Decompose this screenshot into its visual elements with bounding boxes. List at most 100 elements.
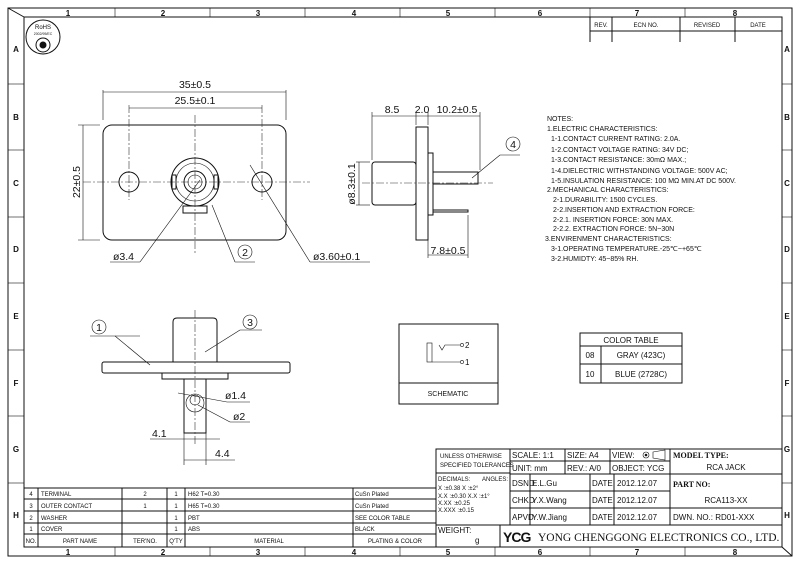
part-material: H65 T=0.30	[188, 504, 220, 510]
part-no: 1	[29, 527, 33, 533]
col-label: 2	[161, 9, 166, 18]
drawing-number: DWN. NO.: RD01-XXX	[673, 513, 755, 522]
col-label: 7	[635, 9, 640, 18]
balloon-1	[91, 319, 107, 335]
revision-block: REV. ECN NO. REVISED DATE	[589, 16, 783, 42]
row-label: G	[784, 445, 790, 454]
tol-angles: ANGLES:	[482, 477, 508, 483]
col-label: 5	[446, 548, 451, 557]
balloon-1-label: 1	[96, 322, 102, 334]
drawing-frame: 1 2 3 4 5 6 7 8 1 2 3 4 5 6 7 8 A B C D …	[7, 7, 793, 557]
color-table-title: COLOR TABLE	[603, 336, 658, 345]
size: SIZE: A4	[567, 451, 599, 460]
note-line: 3.ENVIRENMENT CHARACTERISTICS:	[545, 236, 672, 243]
note-line: 1-2.CONTACT VOLTAGE RATING: 34V DC;	[551, 147, 688, 154]
tolerance-title: SPECIFIED TOLERANCES	[440, 463, 514, 469]
schematic: 2 1 SCHEMATIC	[398, 323, 499, 405]
front-view: 35±0.5 25.5±0.1 22±0.5 ø3.4 2 ø3.60±0.1	[71, 79, 370, 263]
part-ter-no: 1	[143, 504, 147, 510]
signoff-date: 2012.12.07	[617, 513, 658, 522]
signoff-role: DSND	[512, 479, 535, 488]
signoff-name: E.L.Gu	[532, 479, 557, 488]
header-ter-no: TER'NO.	[133, 539, 157, 545]
row-label: E	[13, 312, 19, 321]
balloon-2-label: 2	[242, 247, 248, 259]
part-no: RCA113-XX	[705, 496, 749, 505]
balloon-3-label: 3	[247, 317, 253, 329]
tol-decimals: DECIMALS:	[438, 477, 471, 483]
part-no: 2	[29, 516, 33, 522]
note-line: 1-5.INSULATION RESISTANCE: 100 MΩ MIN.AT…	[551, 178, 736, 185]
svg-text:RoHS: RoHS	[35, 25, 51, 31]
part-qty: 1	[174, 516, 178, 522]
date-header: DATE	[750, 23, 766, 29]
row-label: A	[13, 45, 19, 54]
part-name: TERMINAL	[41, 492, 72, 498]
dim-b: 4.4	[215, 448, 230, 460]
note-line: 1-3.CONTACT RESISTANCE: 30mΩ MAX.;	[551, 157, 686, 164]
dim-rear: 10.2±0.5	[437, 104, 478, 116]
signoff-role: APVD	[512, 513, 534, 522]
dim-hole: ø2	[233, 411, 245, 423]
color-table: COLOR TABLE 08 GRAY (423C) 10 BLUE (2728…	[579, 332, 683, 384]
part-no-label: PART NO:	[673, 480, 710, 489]
revised-header: REVISED	[694, 23, 721, 29]
title-block: UNLESS OTHERWISE SPECIFIED TOLERANCES DE…	[435, 448, 783, 548]
schematic-pin-2: 2	[465, 341, 470, 350]
col-label: 6	[538, 548, 543, 557]
col-label: 1	[66, 9, 71, 18]
company-name: YONG CHENGGONG ELECTRONICS CO., LTD.	[538, 532, 780, 544]
bottom-view: 1 3 ø1.4 ø2 4.1 4.4	[90, 310, 291, 465]
tol-xxx: X.XX :±0.25	[438, 501, 471, 507]
side-view: 8.5 2.0 10.2±0.5 ø8.3±0.1 7.8±0.5 4	[346, 104, 521, 258]
col-label: 1	[66, 548, 71, 557]
header-no: NO.	[26, 539, 37, 545]
part-qty: 1	[174, 504, 178, 510]
row-label: E	[784, 312, 790, 321]
dim-diameter: ø8.3±0.1	[346, 163, 358, 205]
part-name: WASHER	[41, 516, 68, 522]
row-label: D	[13, 245, 19, 254]
dim-terminal: 7.8±0.5	[431, 245, 466, 257]
dim-width: 35±0.5	[179, 79, 211, 91]
row-label: B	[13, 113, 19, 122]
projection-symbol-icon	[642, 449, 666, 461]
svg-text:2002/95/EC: 2002/95/EC	[34, 32, 53, 36]
view: VIEW:	[612, 451, 635, 460]
col-label: 7	[635, 548, 640, 557]
part-plating: CuSn Plated	[355, 504, 389, 510]
tol-xxxx: X.XXX :±0.15	[438, 508, 475, 514]
row-label: H	[784, 511, 790, 520]
company-logo: YCG	[503, 529, 531, 545]
row-label: D	[784, 245, 790, 254]
dim-front: 8.5	[385, 104, 400, 116]
model-type-label: MODEL TYPE:	[673, 451, 729, 460]
col-label: 6	[538, 9, 543, 18]
signoff-role: CHKD	[512, 496, 535, 505]
unit: UNIT: mm	[512, 464, 548, 473]
part-material: PBT	[188, 516, 200, 522]
row-label: B	[784, 113, 790, 122]
col-label: 8	[733, 548, 738, 557]
part-material: ABS	[188, 527, 200, 533]
dim-hole-spacing: 25.5±0.1	[175, 95, 216, 107]
dim-height: 22±0.5	[71, 166, 83, 198]
signoff-date: 2012.12.07	[617, 479, 658, 488]
weight-unit: g	[475, 536, 479, 545]
schematic-label: SCHEMATIC	[428, 391, 469, 398]
part-qty: 1	[174, 492, 178, 498]
balloon-4	[505, 136, 521, 152]
row-label: F	[14, 379, 19, 388]
notes: NOTES: 1.ELECTRIC CHARACTERISTICS: 1-1.C…	[545, 116, 736, 263]
signoff-name: Y.W.Jiang	[532, 513, 567, 522]
signoff-name: Y.X.Wang	[532, 496, 567, 505]
parts-list: 4 TERMINAL 2 1 H62 T=0.30 CuSn Plated 3 …	[23, 487, 437, 548]
color-code: 08	[586, 351, 595, 360]
header-qty: Q'TY	[169, 539, 182, 545]
note-line: 3-2.HUMIDTY: 45~85% RH.	[551, 256, 638, 263]
row-label: G	[13, 445, 19, 454]
weight-label: WEIGHT:	[438, 526, 471, 535]
col-label: 3	[256, 9, 261, 18]
